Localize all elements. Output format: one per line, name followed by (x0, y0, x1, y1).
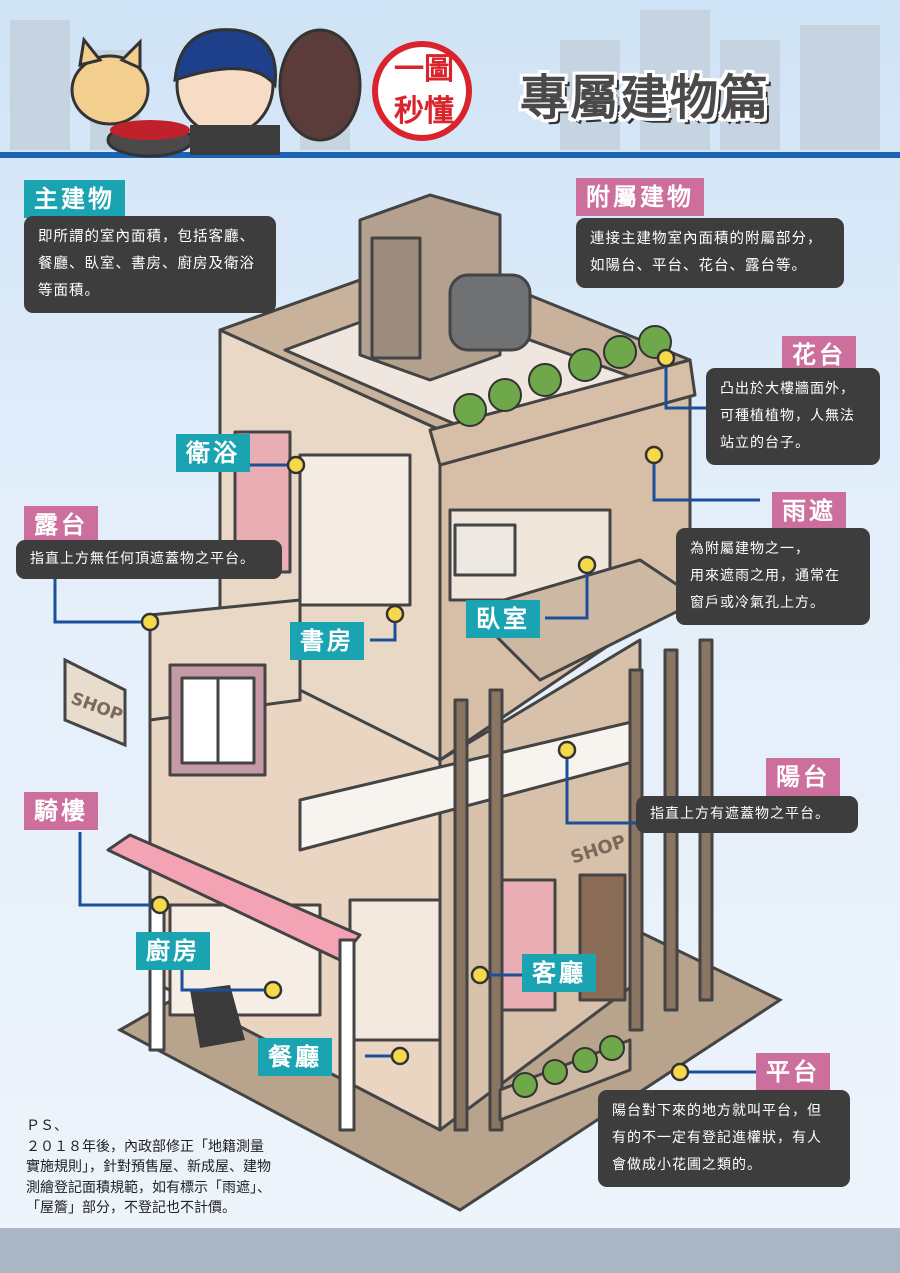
desc-line: 連接主建物室內面積的附屬部分， (590, 231, 823, 247)
desc-balcony: 指直上方有遮蓋物之平台。 (636, 796, 858, 833)
label-dining-room: 餐廳 (258, 1038, 332, 1076)
label-living-room: 客廳 (522, 954, 596, 992)
footnote-line: 「屋簷」部分，不登記也不計價。 (26, 1200, 236, 1216)
desc-canopy: 為附屬建物之一， 用來遮雨之用，通常在 窗戶或冷氣孔上方。 (676, 528, 870, 625)
label-canopy: 雨遮 (772, 492, 846, 530)
label-bedroom: 臥室 (466, 600, 540, 638)
footnote: ＰＳ、 ２０１８年後，內政部修正「地籍測量 實施規則」，針對預售屋、新成屋、建物… (26, 1116, 271, 1219)
desc-terrace: 指直上方無任何頂遮蓋物之平台。 (16, 540, 282, 579)
desc-line: 用來遮雨之用，通常在 (690, 568, 840, 584)
label-annex: 附屬建物 (576, 178, 704, 216)
label-arcade: 騎樓 (24, 792, 98, 830)
desc-line: 有的不一定有登記進權狀，有人 (612, 1130, 822, 1146)
label-balcony: 陽台 (766, 758, 840, 796)
desc-planter: 凸出於大樓牆面外， 可種植植物，人無法 站立的台子。 (706, 368, 880, 465)
desc-line: 指直上方有遮蓋物之平台。 (650, 806, 830, 822)
flower-planter-bottom (512, 1035, 625, 1098)
boy-mascot (173, 28, 362, 155)
desc-line: 如陽台、平台、花台、露台等。 (590, 258, 807, 274)
label-main-building: 主建物 (24, 180, 125, 218)
desc-line: 可種植植物，人無法 (720, 408, 855, 424)
desc-line: 會做成小花圃之類的。 (612, 1157, 762, 1173)
desc-line: 為附屬建物之一， (690, 541, 810, 557)
footer-band (0, 1228, 900, 1273)
page-title: 專屬建物篇 (520, 70, 771, 126)
desc-line: 凸出於大樓牆面外， (720, 381, 855, 397)
footnote-line: 實施規則」，針對預售屋、新成屋、建物 (26, 1159, 271, 1175)
footnote-line: 測繪登記面積規範，如有標示「雨遮」、 (26, 1179, 271, 1196)
label-study: 書房 (290, 622, 364, 660)
label-platform: 平台 (756, 1053, 830, 1091)
shop-sign-left: SHOP (63, 657, 127, 748)
desc-annex: 連接主建物室內面積的附屬部分， 如陽台、平台、花台、露台等。 (576, 218, 844, 288)
footnote-line: ２０１８年後，內政部修正「地籍測量 (26, 1138, 264, 1155)
label-kitchen: 廚房 (136, 932, 210, 970)
footnote-line: ＰＳ、 (26, 1118, 68, 1134)
label-terrace: 露台 (24, 506, 98, 544)
desc-platform: 陽台對下來的地方就叫平台，但 有的不一定有登記進權狀，有人 會做成小花圃之類的。 (598, 1090, 850, 1187)
desc-line: 即所謂的室內面積，包括客廳、 (38, 229, 255, 245)
desc-line: 指直上方無任何頂遮蓋物之平台。 (30, 551, 255, 567)
desc-line: 站立的台子。 (720, 435, 810, 451)
seal-logo: 一圖 秒懂 (372, 41, 472, 141)
desc-line: 陽台對下來的地方就叫平台，但 (612, 1103, 822, 1119)
header-stripe (0, 152, 900, 158)
menu-board (190, 985, 245, 1048)
seal-text-bottom: 秒懂 (394, 94, 454, 129)
desc-main-building: 即所謂的室內面積，包括客廳、 餐廳、臥室、書房、廚房及衛浴 等面積。 (24, 216, 276, 313)
seal-text-top: 一圖 (394, 52, 454, 87)
desc-line: 窗戶或冷氣孔上方。 (690, 595, 825, 611)
label-bathroom: 衛浴 (176, 434, 250, 472)
desc-line: 等面積。 (38, 283, 100, 299)
leader-dots (140, 348, 690, 1082)
desc-line: 餐廳、臥室、書房、廚房及衛浴 (38, 256, 255, 272)
cat-mascot (70, 36, 194, 158)
label-planter: 花台 (782, 336, 856, 374)
